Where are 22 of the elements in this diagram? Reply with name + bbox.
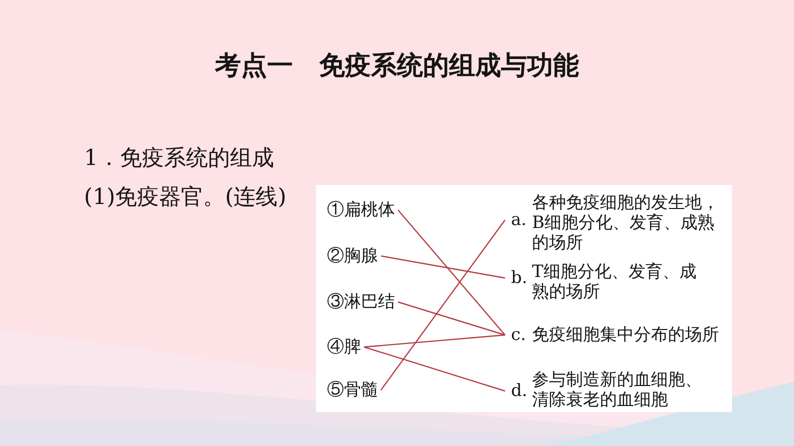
item-letter: c. <box>511 325 526 345</box>
organ-label: ①扁桃体 <box>327 200 398 220</box>
description-text: T细胞分化、发育、成熟的场所 <box>532 262 698 302</box>
slide-title: 考点一 免疫系统的组成与功能 <box>215 50 579 82</box>
organ-label: ③淋巴结 <box>327 292 398 312</box>
description-text: 免疫细胞集中分布的场所 <box>532 325 720 345</box>
organ-label: ②胸腺 <box>327 246 381 266</box>
connector-line <box>398 301 506 336</box>
description-text: 各种免疫细胞的发生地，B细胞分化、发育、成熟的场所 <box>532 193 720 253</box>
connector-line <box>398 210 506 336</box>
connector-line <box>364 346 506 392</box>
item-letter: b. <box>511 268 528 288</box>
question-text: (1)免疫器官。(连线) <box>84 185 286 211</box>
connector-line <box>380 220 506 390</box>
section-heading: 1．免疫系统的组成 <box>84 146 274 172</box>
connector-line <box>380 255 506 279</box>
connector-line <box>364 334 506 348</box>
organ-label: ④脾 <box>327 337 364 357</box>
item-letter: a. <box>511 210 527 230</box>
description-text: 参与制造新的血细胞、清除衰老的血细胞 <box>532 370 703 410</box>
item-letter: d. <box>511 381 528 401</box>
organ-label: ⑤骨髓 <box>327 380 381 400</box>
